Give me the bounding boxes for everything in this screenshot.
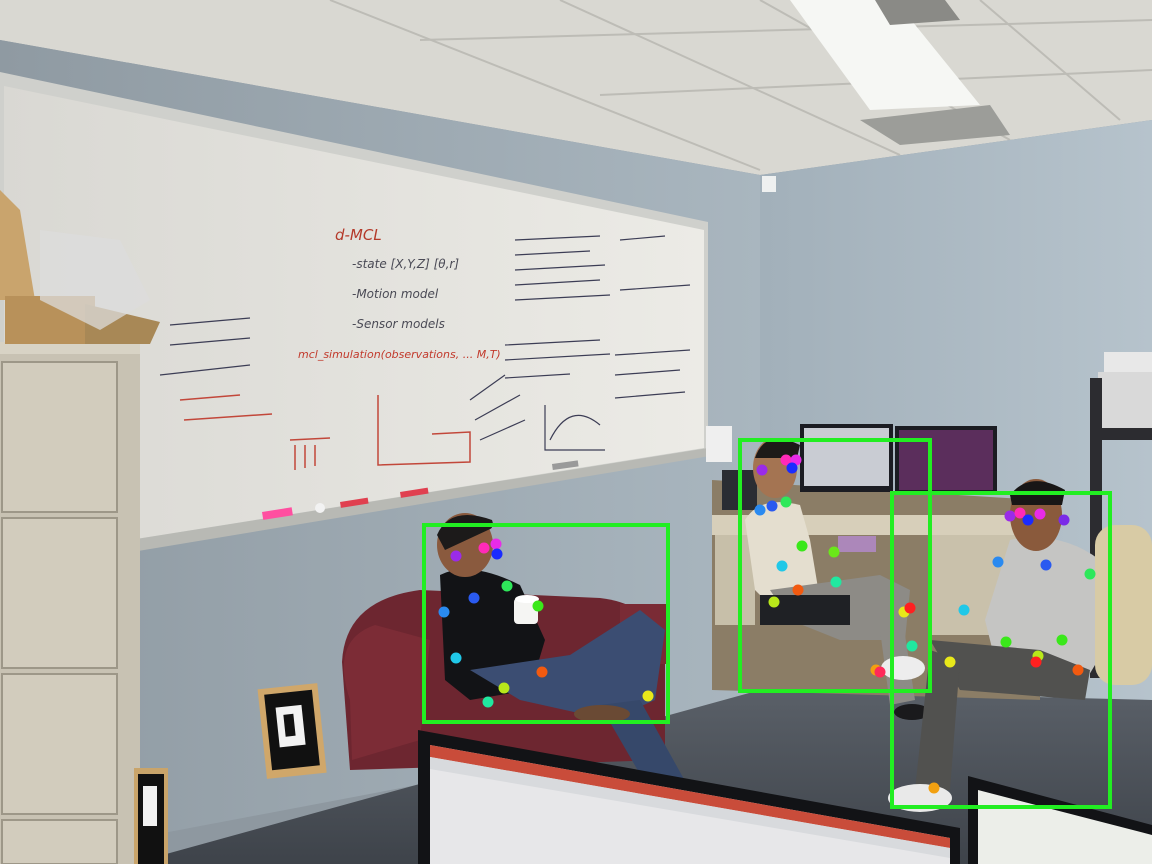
filing-cabinet bbox=[0, 342, 140, 864]
fiducial-marker-wall bbox=[257, 683, 327, 779]
foreground-monitor-left bbox=[418, 730, 960, 864]
whiteboard-writing: d-MCL -state [X,Y,Z] [θ,r] -Motion model… bbox=[159, 226, 691, 470]
wb-line-1: d-MCL bbox=[335, 226, 382, 244]
wb-line-3: -Motion model bbox=[352, 287, 439, 301]
ceiling-light-panel bbox=[790, 0, 980, 110]
cardboard-boxes bbox=[0, 190, 160, 344]
wb-line-5: mcl_simulation(observations, ... M,T) bbox=[298, 348, 501, 361]
ceiling-vent bbox=[875, 0, 960, 25]
wb-line-2: -state [X,Y,Z] [θ,r] bbox=[352, 257, 459, 271]
fiducial-marker-cabinet bbox=[134, 768, 168, 864]
wall-camera bbox=[762, 176, 776, 192]
ceiling-dark-tile bbox=[860, 105, 1010, 145]
wb-line-4: -Sensor models bbox=[352, 317, 445, 331]
whiteboard bbox=[0, 72, 710, 560]
